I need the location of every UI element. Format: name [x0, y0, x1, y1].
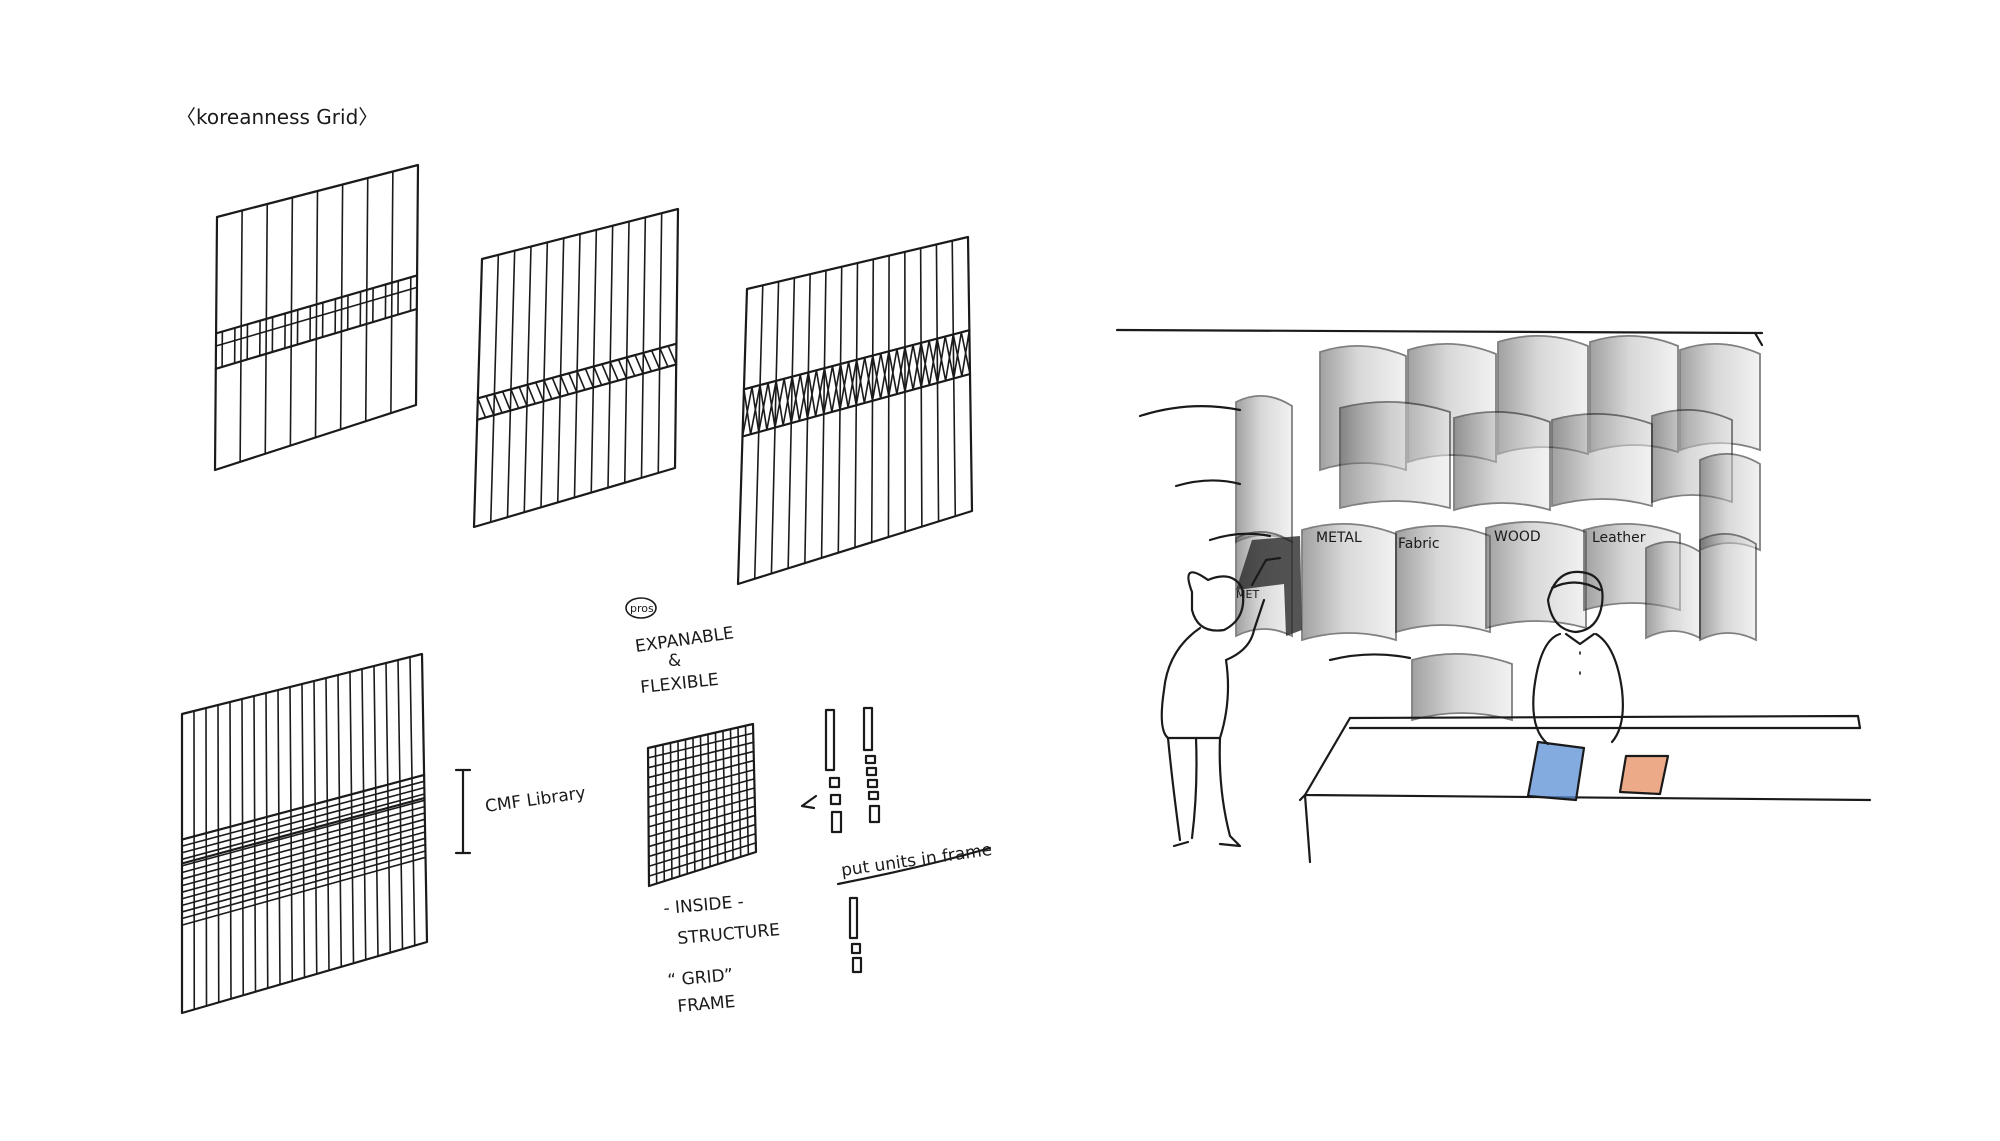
drawer-label-met-small: MET — [1236, 588, 1259, 601]
cmf-library-illustration: METAL Fabric WOOD Leather MET — [1115, 328, 1872, 864]
drawer-label-metal: METAL — [1316, 530, 1362, 546]
counter — [1298, 714, 1872, 864]
grid-sketch-2 — [472, 207, 680, 529]
inside-structure-text-1: - INSIDE - — [663, 892, 745, 919]
grid-sketch-3 — [736, 235, 974, 586]
grid-sketch-dense — [180, 652, 429, 1015]
inside-structure-mesh — [646, 722, 758, 888]
material-sample-blue — [1526, 740, 1586, 802]
inside-structure-text-2: STRUCTURE — [677, 920, 781, 949]
material-sample-orange — [1618, 754, 1670, 796]
cmf-library-label: CMF Library — [484, 783, 587, 817]
grid-frame-text-1: “ GRID” — [667, 965, 734, 991]
put-units-underline — [836, 846, 992, 886]
grid-sketch-1 — [213, 163, 420, 472]
library-panels — [1138, 335, 1761, 722]
cmf-library-bracket — [454, 768, 472, 855]
pros-note: pros — [625, 597, 657, 619]
put-units-text: put units in frame — [840, 840, 993, 881]
sheet-title: 〈koreanness Grid〉 — [176, 105, 378, 129]
expandable-text-3: FLEXIBLE — [639, 670, 719, 698]
person-staff — [1532, 570, 1624, 746]
expandable-text-1: EXPANABLE — [634, 623, 735, 657]
drawer-label-fabric: Fabric — [1398, 536, 1440, 552]
person-reaching — [1160, 556, 1282, 848]
drawer-label-leather: Leather — [1592, 530, 1646, 546]
drawer-label-wood: WOOD — [1494, 529, 1541, 545]
grid-frame-text-2: FRAME — [677, 992, 736, 1017]
expandable-text-2: & — [668, 651, 681, 671]
frame-units-diagram — [800, 706, 881, 974]
pros-label: pros — [630, 602, 654, 615]
